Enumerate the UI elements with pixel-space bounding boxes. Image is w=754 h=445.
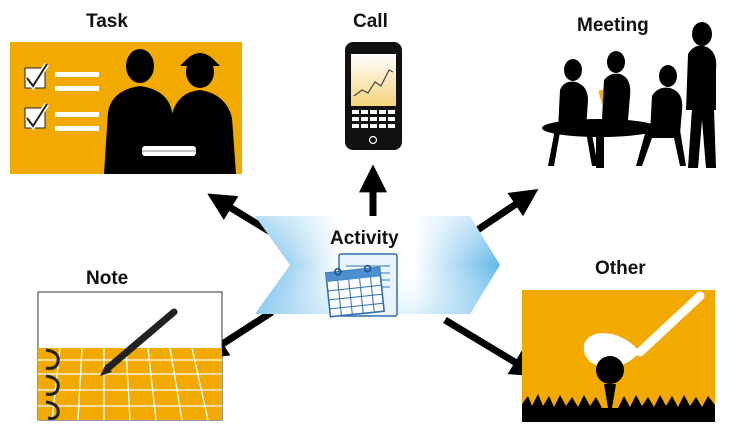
- grass-icon: [522, 394, 715, 422]
- calendar-document-icon: [324, 253, 398, 318]
- node-label-meeting: Meeting: [577, 15, 649, 36]
- checklist-icon: [24, 62, 99, 131]
- task-illustration: [10, 42, 242, 174]
- arrow-to-other: [443, 317, 539, 377]
- golf-club-icon: [583, 291, 705, 368]
- golf-ball-icon: [596, 356, 624, 408]
- other-illustration: [522, 290, 715, 422]
- spiral-binding-icon: [45, 348, 60, 420]
- pen-icon: [100, 308, 178, 376]
- phone-illustration: [345, 42, 402, 150]
- meeting-illustration: [542, 22, 717, 168]
- workers-silhouette-icon: [104, 49, 236, 174]
- note-illustration: [37, 291, 223, 421]
- node-label-other: Other: [595, 258, 646, 279]
- activity-hub: [255, 216, 500, 318]
- node-label-task: Task: [86, 11, 128, 32]
- node-label-call: Call: [353, 11, 388, 32]
- node-label-note: Note: [86, 268, 129, 289]
- arrow-to-meeting: [468, 188, 539, 238]
- hub-label-activity: Activity: [330, 228, 399, 249]
